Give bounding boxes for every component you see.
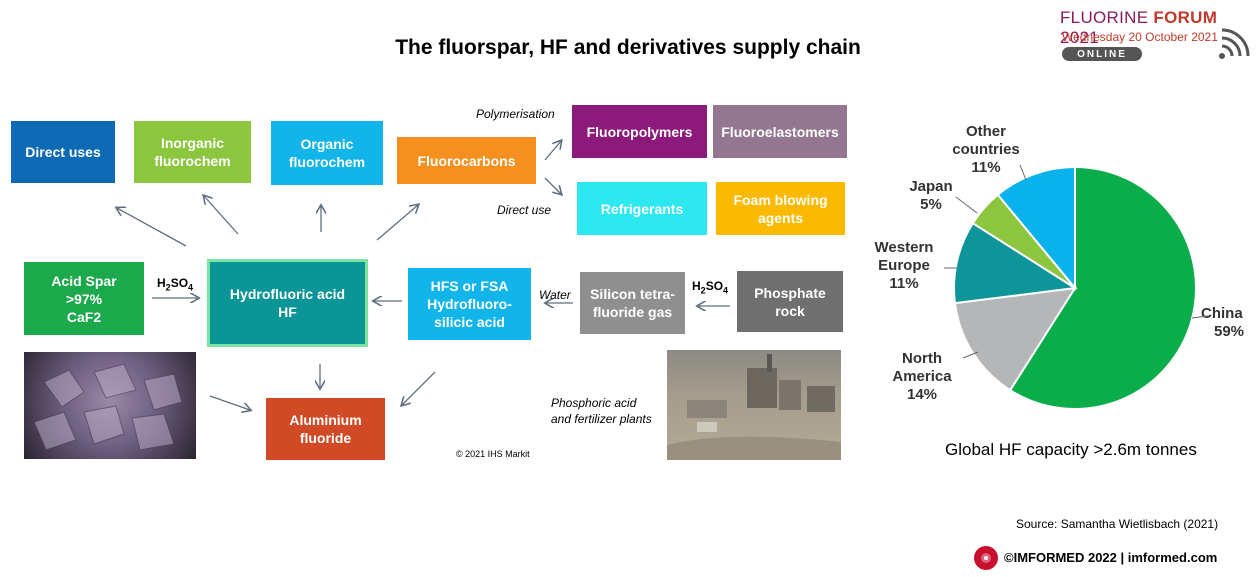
china-name: China (1201, 305, 1243, 322)
western-europe-pct: 11% (889, 275, 919, 292)
h2so4-label-right: H2SO4 (692, 279, 728, 295)
logo-word-fluorine: FLUORINE (1060, 8, 1154, 27)
other-countries-pct: 11% (971, 159, 1001, 176)
hfs-line1: HFS or FSA (430, 278, 509, 294)
pie-label-japan: Japan 5% (902, 178, 960, 214)
aluminium-line1: Aluminium (289, 412, 362, 428)
pie-slice-western-europe (953, 221, 1078, 305)
hydrofluoric-acid-box: Hydrofluoric acid HF (207, 259, 368, 347)
hfs-line2: Hydrofluoro- (427, 296, 512, 312)
north-america-pct: 14% (906, 386, 938, 403)
phosphoric-line1: Phosphoric acid (551, 396, 637, 410)
pie-slice-china (1008, 165, 1197, 410)
silicon-tetrafluoride-box: Silicon tetra- fluoride gas (580, 272, 685, 334)
source-credit: Source: Samantha Wietlisbach (2021) (1016, 517, 1219, 531)
forum-logo-date: Wednesday 20 October 2021 (1062, 30, 1218, 44)
silicon-line1: Silicon tetra- (590, 286, 675, 302)
north-america-name: North America (892, 350, 952, 385)
aluminium-fluoride-box: Aluminium fluoride (266, 398, 385, 460)
acid-spar-box: Acid Spar >97% CaF2 (24, 262, 144, 335)
japan-name: Japan (909, 178, 953, 195)
acid-spar-line2: >97% (65, 290, 103, 307)
industrial-plant-photo (667, 350, 841, 460)
fluoroelastomers-box: Fluoroelastomers (713, 105, 847, 158)
acid-spar-line3: CaF2 (66, 308, 102, 325)
pie-label-other-countries: Other countries 11% (941, 123, 1031, 177)
japan-pct: 5% (920, 196, 942, 213)
pie-caption: Global HF capacity >2.6m tonnes (945, 440, 1197, 459)
other-countries-name: Other countries (952, 123, 1020, 158)
h2so4-label-left: H2SO4 (157, 276, 193, 292)
h2so4-sub2: 4 (188, 282, 194, 293)
h2so4-so: SO (170, 276, 189, 290)
hfs-fsa-box: HFS or FSA Hydrofluoro- silicic acid (408, 268, 531, 340)
china-pct: 59% (1214, 323, 1245, 340)
aluminium-line2: fluoride (299, 430, 352, 446)
pie-label-north-america: North America 14% (882, 350, 962, 404)
pie-label-china: China 59% (1201, 305, 1244, 341)
forum-logo-title: FLUORINE FORUM 2021 (1060, 8, 1256, 48)
ihs-copyright: © 2021 IHS Markit (456, 449, 530, 459)
pie-slice-other-countries (996, 165, 1076, 291)
phosphate-rock-box: Phosphate rock (737, 271, 843, 332)
inorganic-fluorochem-box: Inorganic fluorochem (134, 121, 251, 183)
plant-silhouette (667, 354, 841, 460)
direct-use-label: Direct use (497, 203, 552, 217)
broadcast-icon (1219, 28, 1250, 59)
acid-spar-line1: Acid Spar (51, 272, 117, 289)
hf-line1: Hydrofluoric acid (229, 286, 346, 302)
phosphoric-plants-label: Phosphoric acid and fertilizer plants (551, 395, 652, 427)
logo-word-forum: FORUM (1153, 8, 1218, 27)
hf-capacity-pie-chart (953, 165, 1197, 410)
page-title: The fluorspar, HF and derivatives supply… (395, 36, 861, 59)
h2so4-sub2-right: 4 (723, 285, 729, 296)
pie-slice-north-america (953, 286, 1077, 392)
rocks-texture (33, 363, 183, 451)
polymerisation-label: Polymerisation (476, 107, 555, 121)
fluorocarbons-box: Fluorocarbons (397, 137, 536, 184)
hfs-line3: silicic acid (434, 314, 505, 330)
phosphoric-line2: and fertilizer plants (551, 412, 652, 426)
logo-year: 2021 (1060, 28, 1100, 47)
phosphate-line2: rock (775, 302, 805, 319)
h2so4-sub1-right: 2 (700, 285, 706, 296)
silicon-line2: fluoride gas (592, 304, 673, 320)
pie-label-western-europe: Western Europe 11% (868, 239, 940, 293)
water-label: Water (539, 288, 571, 302)
h2so4-so-right: SO (705, 279, 724, 293)
foam-blowing-agents-box: Foam blowing agents (716, 182, 845, 235)
hf-line2: HF (278, 304, 297, 320)
imformed-logo-icon (974, 546, 998, 570)
h2so4-sub1: 2 (165, 282, 171, 293)
organic-fluorochem-box: Organic fluorochem (271, 121, 383, 185)
h2so4-h-right: H (692, 279, 701, 293)
western-europe-name: Western Europe (874, 239, 934, 274)
direct-uses-box: Direct uses (11, 121, 115, 183)
fluoropolymers-box: Fluoropolymers (572, 105, 707, 158)
online-badge: ONLINE (1062, 47, 1142, 61)
phosphate-line1: Phosphate (754, 284, 826, 301)
diagram-arrows (0, 0, 730, 470)
h2so4-h: H (157, 276, 166, 290)
refrigerants-box: Refrigerants (577, 182, 707, 235)
imformed-brand: ©IMFORMED 2022 | imformed.com (1004, 550, 1218, 565)
fluorspar-rocks-photo (24, 352, 196, 459)
